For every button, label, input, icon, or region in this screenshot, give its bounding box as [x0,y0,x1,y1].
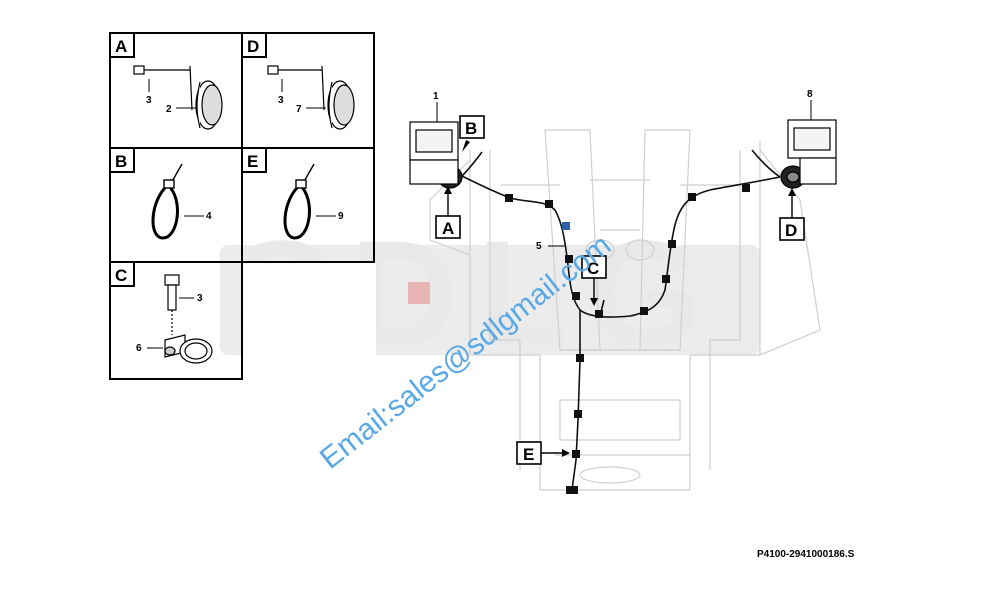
panel-c-callout-6: 6 [136,343,142,354]
panel-a-callout-2: 2 [166,104,172,115]
view-letter-b: B [459,115,485,152]
callout-1: 1 [433,91,439,102]
svg-text:C: C [587,259,599,278]
panel-tab-a: A [109,32,135,58]
panel-tab-b: B [109,147,135,173]
panel-b-callout-4: 4 [206,211,212,222]
svg-text:D: D [785,221,797,240]
svg-text:A: A [442,219,454,238]
panel-c-callout-3: 3 [197,293,203,304]
panel-e-cable-tie [283,163,315,240]
svg-text:A: A [115,37,127,56]
panel-tab-e: E [241,147,267,173]
panel-d-lamp-mount [267,65,355,130]
main-callouts [436,100,812,247]
svg-text:D: D [247,37,259,56]
view-letter-a: A [435,186,461,239]
watermark-red-mark [408,282,430,304]
view-letter-e: E [516,441,570,465]
empty-cell-cover [243,263,376,381]
svg-text:B: B [465,119,477,138]
harness-clips [505,184,750,494]
right-work-lamp [780,119,837,189]
panel-a-lamp-mount [133,65,223,130]
svg-text:B: B [115,152,127,171]
panel-d-callout-3: 3 [278,95,284,106]
callout-5: 5 [536,241,542,252]
panel-d-callout-7: 7 [296,104,302,115]
view-letter-d: D [779,188,805,241]
svg-text:E: E [247,152,258,171]
panel-tab-d: D [241,32,267,58]
document-number: P4100-2941000186.S [757,549,855,560]
view-letter-c: C [581,255,607,306]
panel-tab-c: C [109,261,135,287]
svg-text:E: E [523,445,534,464]
panel-e-callout-9: 9 [338,211,344,222]
left-work-lamp [409,121,463,189]
panel-a-callout-3: 3 [146,95,152,106]
svg-text:C: C [115,266,127,285]
panel-c-bolt-clip [164,274,213,364]
panel-b-cable-tie [151,163,183,240]
callout-8: 8 [807,89,813,100]
